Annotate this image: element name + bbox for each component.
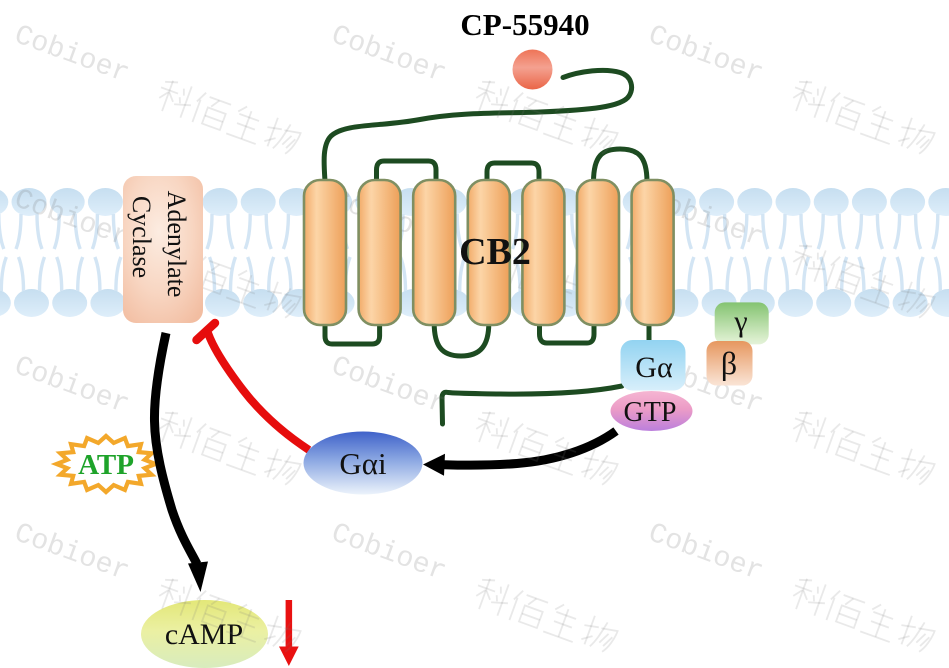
svg-text:cAMP: cAMP — [165, 618, 243, 651]
svg-text:γ: γ — [733, 305, 747, 338]
svg-text:β: β — [721, 345, 737, 381]
svg-text:Cyclase: Cyclase — [127, 196, 156, 278]
svg-text:Gαi: Gαi — [339, 446, 387, 481]
svg-text:GTP: GTP — [624, 397, 677, 428]
svg-text:CP-55940: CP-55940 — [460, 7, 589, 42]
svg-text:Adenylate: Adenylate — [162, 191, 191, 298]
svg-text:Gα: Gα — [635, 351, 673, 384]
svg-text:ATP: ATP — [78, 449, 134, 481]
svg-text:CB2: CB2 — [459, 231, 531, 273]
